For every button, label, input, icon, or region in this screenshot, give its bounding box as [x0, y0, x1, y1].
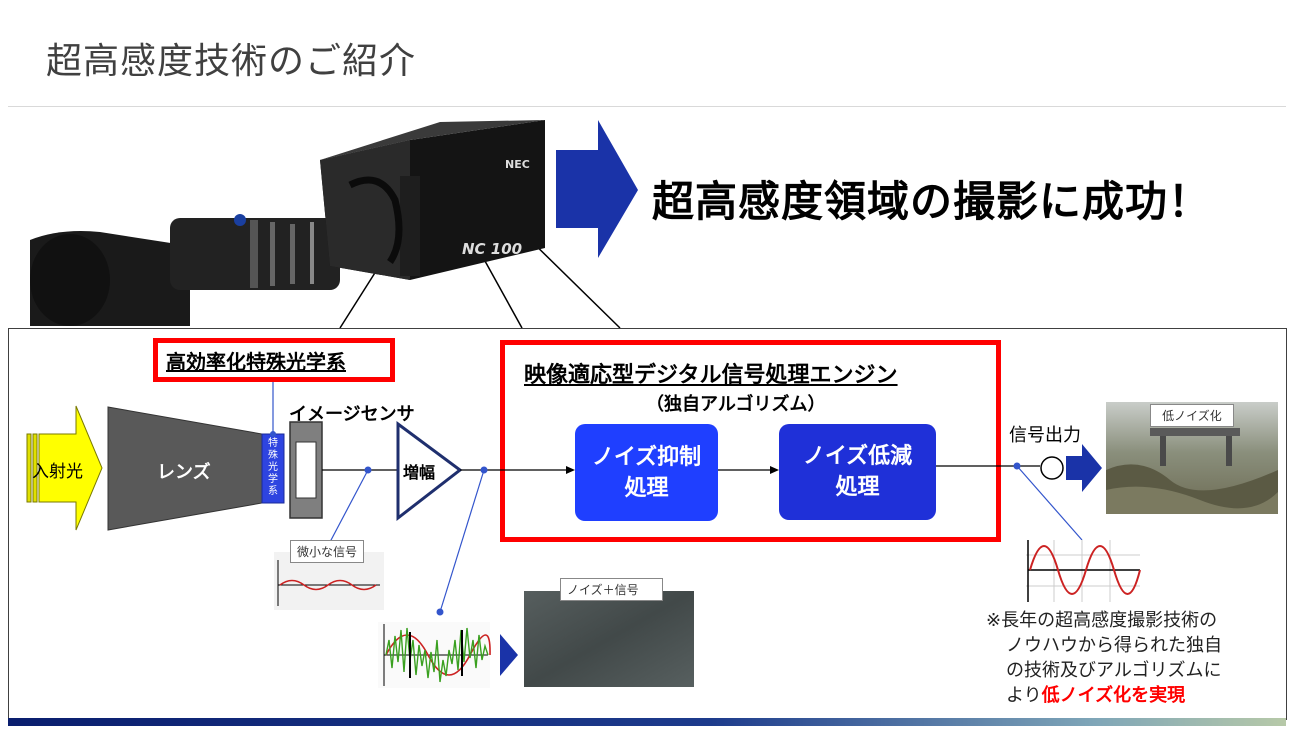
headline-arrow-icon — [556, 120, 638, 258]
amplifier-shape — [396, 421, 463, 522]
noise-suppression-line2: 処理 — [624, 475, 669, 501]
lens-label: レンズ — [157, 462, 211, 483]
headline: 超高感度領域の撮影に成功！ — [652, 177, 1212, 226]
engine-title: 映像適応型デジタル信号処理エンジン — [524, 363, 898, 388]
footnote: ※長年の超高感度撮影技術の ノウハウから得られた独自 の技術及びアルゴリズムに … — [986, 608, 1286, 708]
noise-suppression-block: ノイズ抑制 処理 — [575, 424, 718, 521]
output-arrow-icon — [1066, 444, 1102, 492]
camera-brand-mark: NEC — [505, 158, 530, 171]
noisy-signal-plot — [378, 622, 491, 688]
optics-vertical-label: 特殊光学系 — [268, 438, 278, 497]
title-divider — [8, 106, 1286, 107]
noise-reduction-line1: ノイズ低減 — [802, 444, 913, 469]
output-port-icon — [1040, 456, 1064, 480]
noise-reduction-block: ノイズ低減 処理 — [779, 424, 936, 520]
camera-model-mark: NC 100 — [462, 240, 523, 258]
optics-label: 高効率化特殊光学系 — [166, 350, 346, 374]
image-sensor-label: イメージセンサ — [289, 404, 415, 425]
footnote-line-2: ノウハウから得られた独自 — [1006, 635, 1222, 656]
engine-highlight-box — [500, 340, 1001, 542]
output-signal-plot — [1026, 540, 1141, 602]
engine-subtitle: （独自アルゴリズム） — [646, 394, 826, 415]
weak-signal-caption: 微小な信号 — [290, 540, 365, 563]
noise-image-arrow-icon — [500, 634, 518, 676]
noise-reduction-line2: 処理 — [835, 475, 880, 500]
zoom-line-mid — [479, 251, 523, 329]
amplifier-label: 増幅 — [403, 463, 436, 482]
optics-highlight-box — [153, 338, 395, 382]
zoom-line-left — [339, 267, 379, 329]
signal-output-label: 信号出力 — [1009, 425, 1081, 446]
footer-gradient-bar — [8, 718, 1286, 726]
noise-suppression-line1: ノイズ抑制 — [591, 444, 702, 470]
low-noise-caption: 低ノイズ化 — [1150, 404, 1234, 427]
incident-light-arrow-icon — [38, 405, 103, 531]
incident-light-label: 入射光 — [32, 462, 83, 482]
footnote-line-4-prefix: より — [1006, 685, 1042, 706]
footnote-line-3: の技術及びアルゴリズムに — [1006, 660, 1222, 681]
slide-title: 超高感度技術のご紹介 — [46, 41, 417, 82]
noise-signal-caption: ノイズ＋信号 — [560, 578, 663, 601]
footnote-line-1: ※長年の超高感度撮影技術の — [986, 610, 1218, 631]
footnote-emphasis: 低ノイズ化を実現 — [1041, 685, 1186, 706]
